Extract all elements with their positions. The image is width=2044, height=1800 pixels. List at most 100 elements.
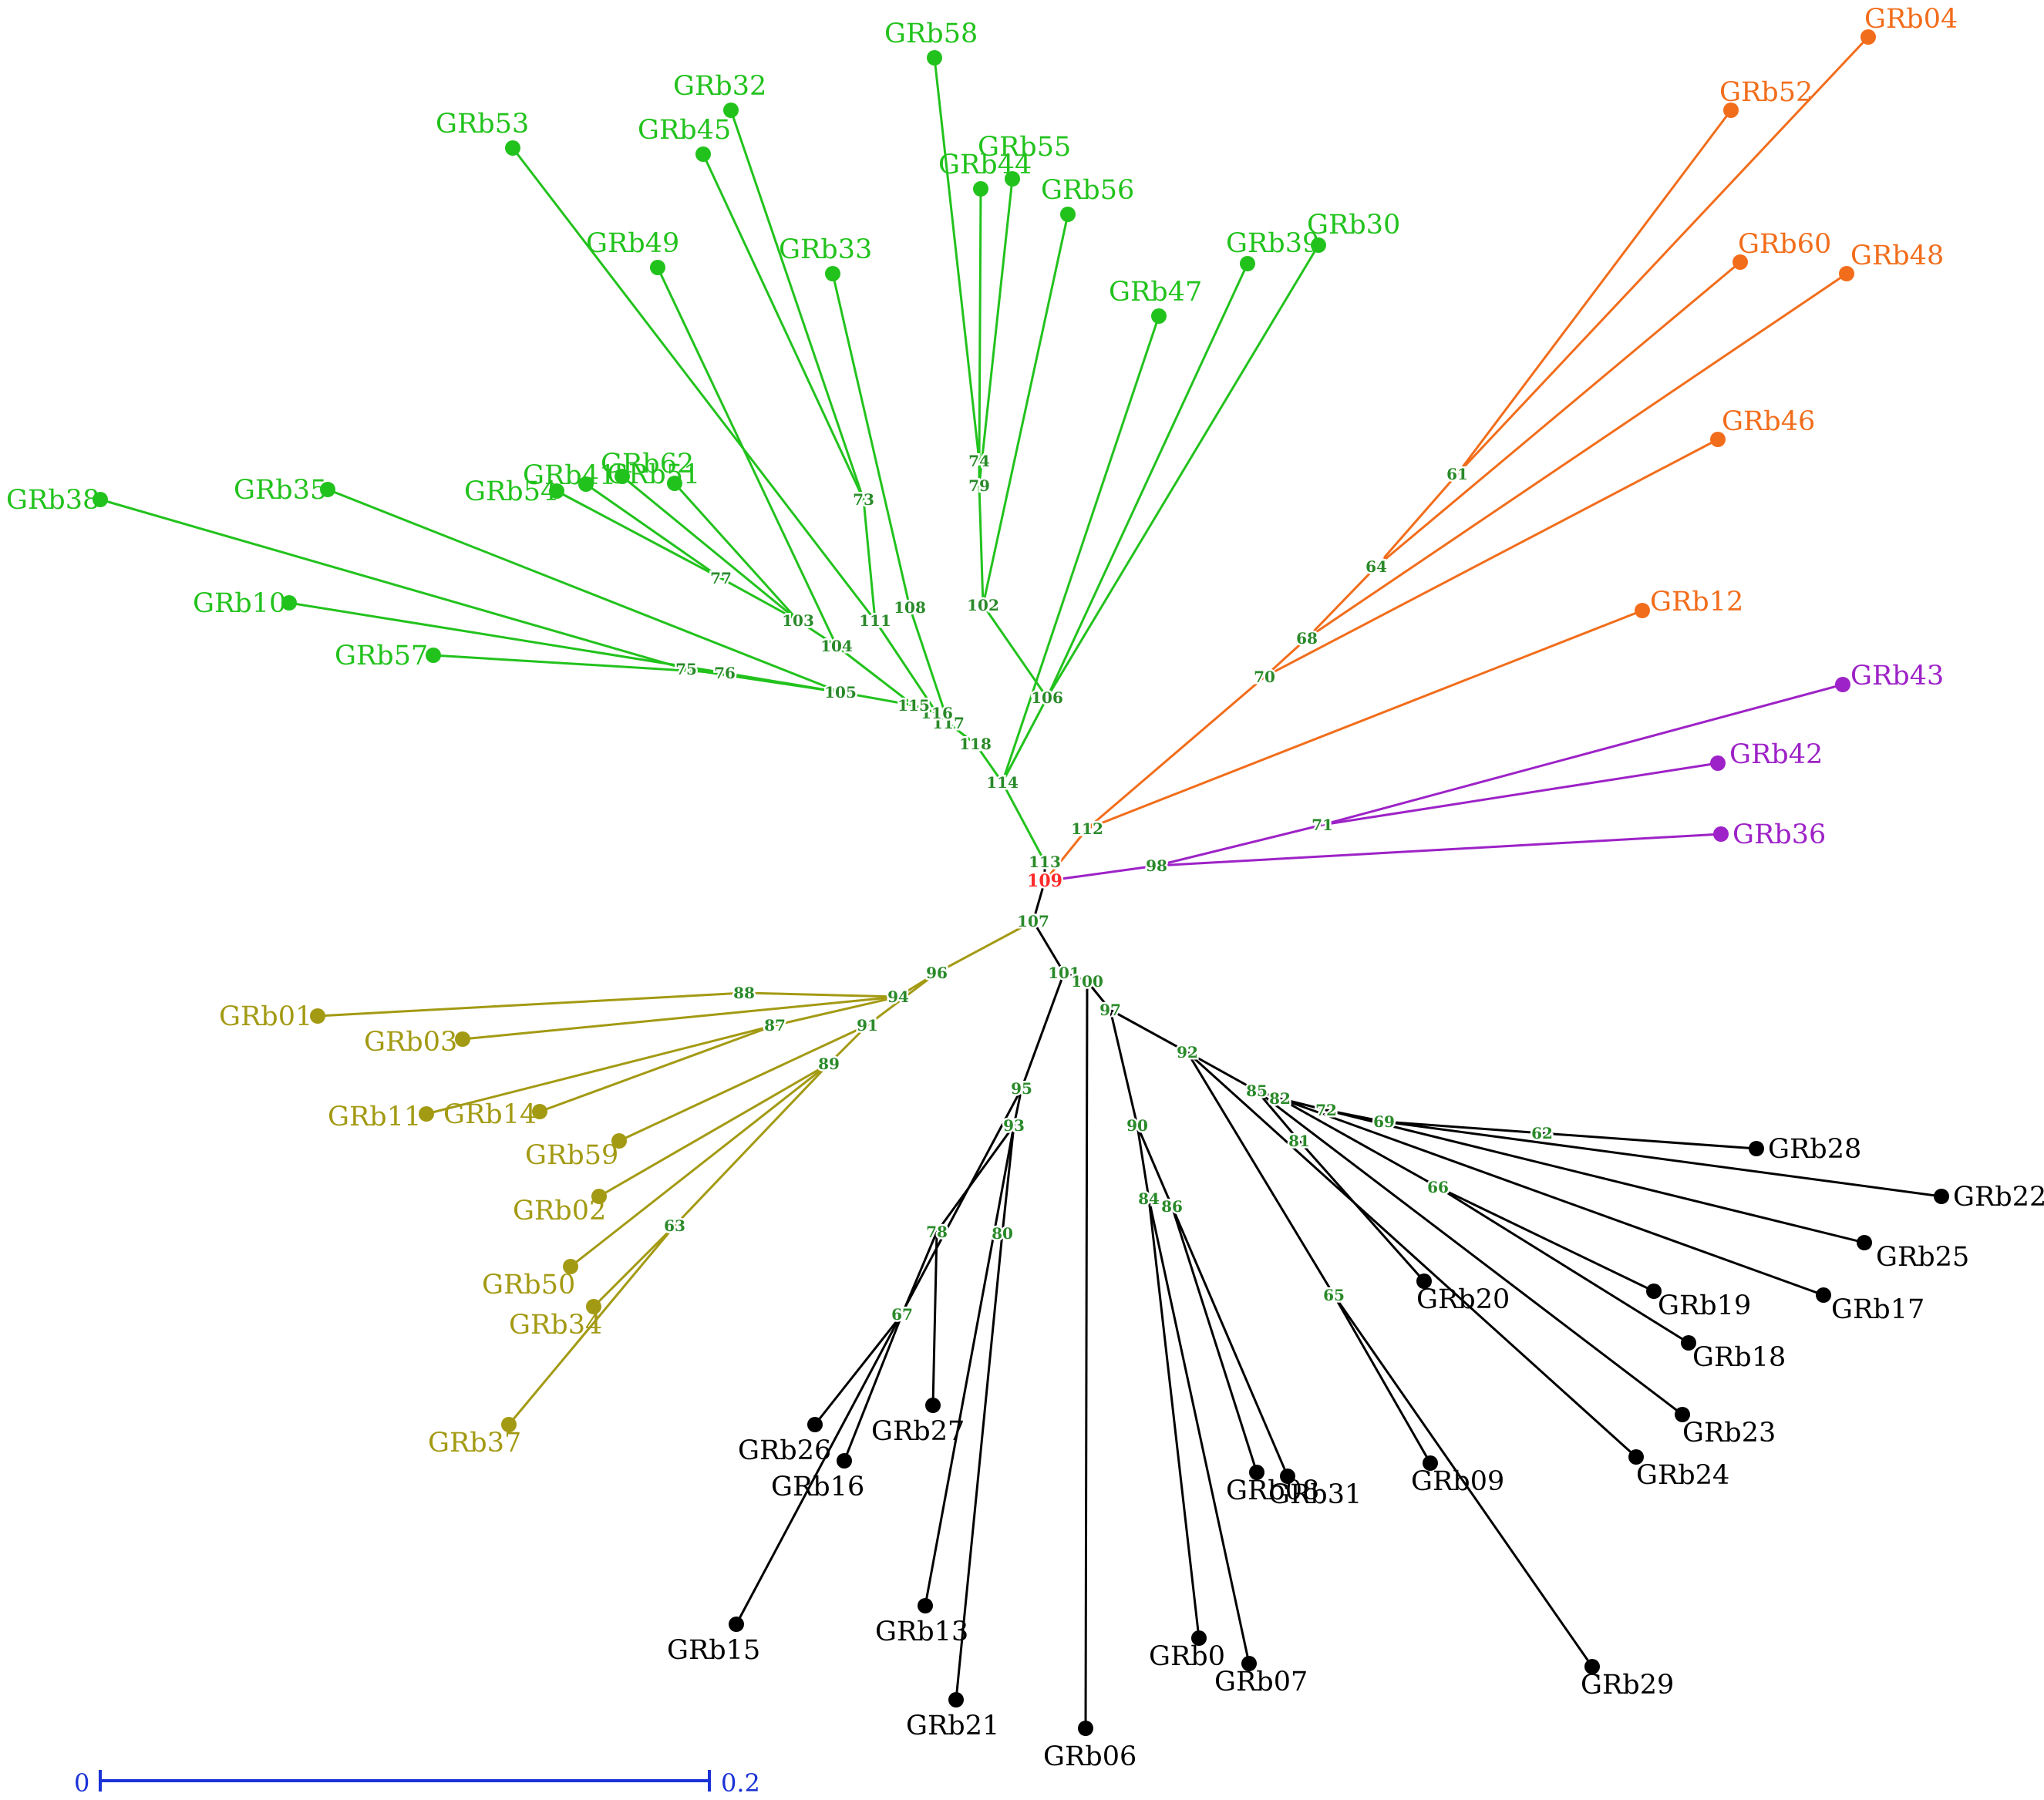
tip-dot [1710,755,1726,771]
tip-label: GRb60 [1738,229,1831,260]
tip-label: GRb22 [1953,1182,2044,1213]
branch [1322,683,1844,826]
node-label: 94 [887,987,909,1006]
tip-label: GRb13 [875,1617,968,1647]
node-label: 106 [1031,688,1063,707]
branch [1156,833,1722,867]
tip-dot [837,1453,852,1469]
node-label: 85 [1246,1082,1268,1100]
tip-label: GRb03 [364,1027,457,1058]
tip-label: GRb17 [1831,1294,1924,1325]
tip-dot [1280,1469,1295,1484]
branch [673,482,800,622]
branch [1305,565,1378,640]
tip-dot [1857,1235,1872,1250]
tip-label: GRb12 [1650,587,1743,617]
branch [948,722,976,745]
branch [831,273,911,608]
node-label: 97 [1099,1001,1121,1019]
tip-dot [918,1598,933,1613]
branch [974,743,1004,783]
tip-label: GRb55 [978,132,1071,163]
branch [874,620,938,714]
node-label: 91 [857,1016,878,1035]
branch [720,577,799,622]
node-label: 72 [1315,1101,1337,1119]
branch [99,498,687,671]
node-label: 113 [1029,853,1061,871]
branch [702,153,865,500]
tip-label: GRb01 [219,1001,312,1032]
scale-bar-start-label: 0 [74,1768,89,1798]
branch [1032,880,1046,922]
node-label: 69 [1373,1112,1395,1131]
tip-dot [1675,1407,1690,1422]
tip-label: GRb18 [1692,1342,1786,1373]
scale-bar: 0 0.2 [74,1768,760,1798]
tip-dot [948,1692,964,1707]
node-label: 75 [675,660,697,678]
branch [585,483,722,580]
tip-label: GRb33 [779,234,872,265]
branch [774,995,899,1027]
tip-label: GRb45 [638,115,731,146]
tip-label: GRb57 [335,641,428,671]
tip-dot [426,648,441,663]
node-label: 71 [1312,816,1333,834]
branch [1306,272,1847,640]
branch [511,147,877,621]
branch [433,654,726,675]
tip-label: GRb14 [443,1099,537,1130]
tip-label: GRb43 [1850,661,1944,691]
branch [908,607,950,724]
branch [1001,697,1049,783]
branch [1541,1132,1757,1150]
tip-label: GRb31 [1268,1479,1362,1510]
tip-dot [1749,1141,1764,1156]
node-label: 89 [818,1055,840,1073]
branch [843,1314,904,1462]
branch [556,490,722,580]
branch [735,1088,1023,1625]
node-label: 108 [894,598,926,617]
node-label: 98 [1146,856,1167,875]
branch [936,712,949,725]
tip-dot [1628,1449,1644,1465]
tip-dot [591,1189,607,1204]
tip-label: GRb41 [523,460,616,491]
tip-dot [1005,171,1020,187]
tip-label: GRb20 [1416,1284,1510,1315]
branch [743,991,899,998]
tip-dot [1151,308,1167,324]
branch [1456,35,1870,476]
tip-label: GRb29 [1581,1670,1674,1701]
tip-dot [615,469,630,484]
branch [426,1024,776,1115]
branch [1255,1090,1301,1142]
branch [936,920,1034,974]
node-label: 104 [820,637,853,655]
tip-label: GRb62 [601,449,694,479]
branch [462,995,899,1041]
node-label: 115 [897,696,930,715]
tip-label: GRb19 [1658,1290,1751,1321]
tip-dot [1839,266,1854,281]
branch [539,1024,776,1113]
node-label: 95 [1011,1079,1032,1098]
tip-dot [455,1031,470,1047]
tip-label: GRb21 [906,1711,999,1741]
branch [1063,971,1088,983]
branch [1383,1120,1543,1135]
node-label: 92 [1177,1043,1198,1061]
tip-label: GRb50 [482,1270,575,1300]
branch [924,1125,1015,1607]
branch [978,485,985,606]
node-label: 116 [921,704,953,722]
branch [982,214,1069,606]
node-label: 74 [968,452,990,470]
node-label: 65 [1323,1286,1345,1304]
branch [933,57,981,462]
node-label: 102 [967,596,999,614]
node-label: 66 [1427,1178,1449,1196]
branch [327,488,841,694]
